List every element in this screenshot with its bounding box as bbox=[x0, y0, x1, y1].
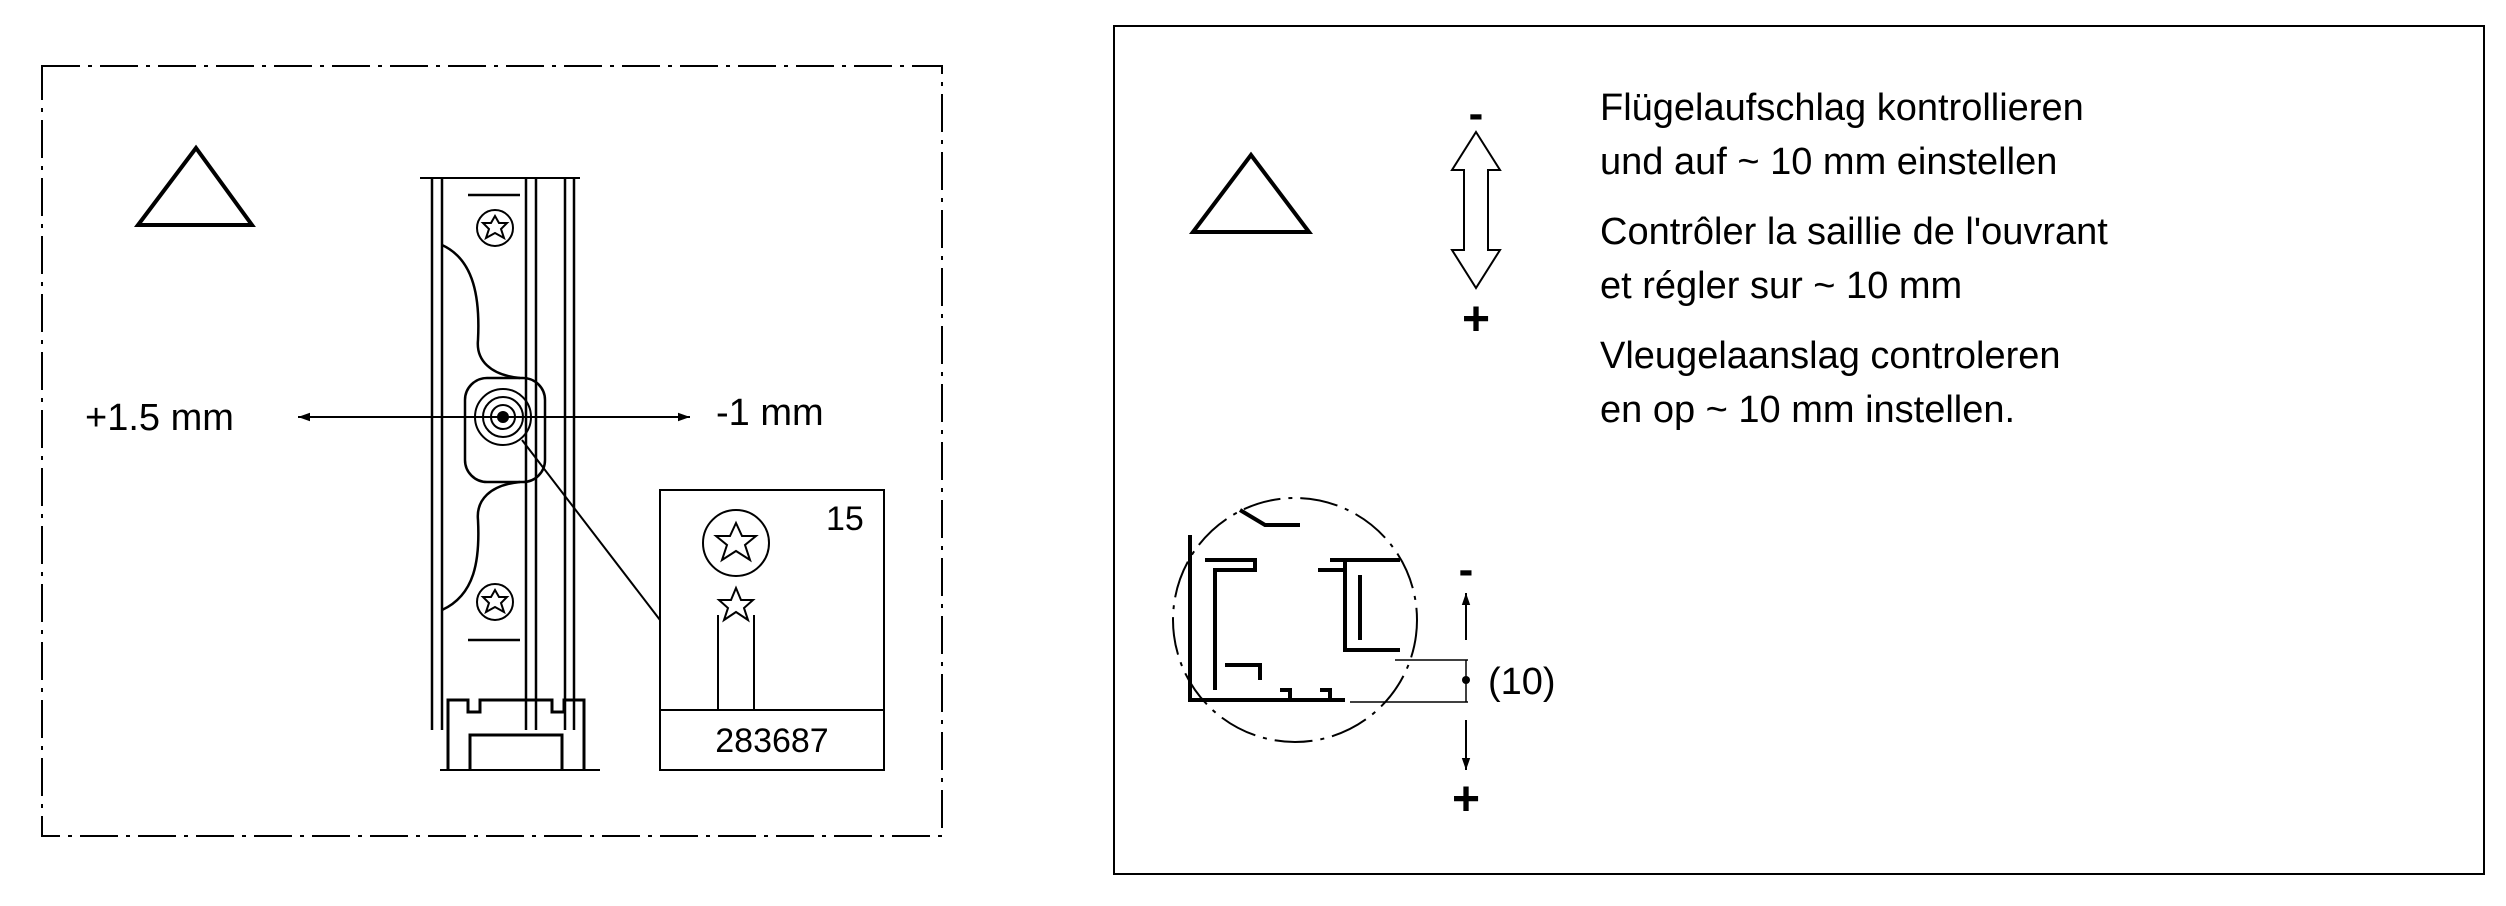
hinge-profile bbox=[420, 177, 580, 730]
instruction-de-line2: und auf ~ 10 mm einstellen bbox=[1600, 141, 2057, 183]
detail-view: - + (10) bbox=[1172, 497, 1556, 826]
adjust-minus-label: -1 mm bbox=[716, 392, 824, 434]
torx-key-icon bbox=[702, 509, 770, 710]
double-arrow-icon bbox=[1450, 130, 1502, 290]
instruction-de-line1: Flügelaufschlag kontrollieren bbox=[1600, 87, 2084, 129]
instruction-fr-line2: et régler sur ~ 10 mm bbox=[1600, 265, 1962, 307]
detail-profile bbox=[1188, 508, 1400, 702]
warning-triangle-icon bbox=[1188, 151, 1314, 234]
instruction-fr-line1: Contrôler la saillie de l'ouvrant bbox=[1600, 211, 2108, 253]
left-panel: +1.5 mm -1 mm 15 283687 bbox=[41, 65, 943, 837]
torx-screw-bottom-icon bbox=[476, 583, 514, 621]
tool-box: 15 283687 bbox=[659, 489, 885, 771]
detail-circle bbox=[1172, 497, 1418, 743]
part-number: 283687 bbox=[715, 722, 828, 760]
tool-box-border bbox=[659, 489, 885, 771]
tool-size: 15 bbox=[826, 500, 864, 538]
torx-screw-top-icon bbox=[476, 209, 514, 247]
instruction-nl-line1: Vleugelaanslag controleren bbox=[1600, 335, 2061, 377]
warning-triangle-icon bbox=[133, 144, 256, 227]
detail-plus-label: + bbox=[1452, 773, 1480, 826]
dimension-label: (10) bbox=[1488, 661, 1556, 703]
rail-profile bbox=[440, 698, 600, 771]
arrow-plus-label: + bbox=[1462, 293, 1490, 346]
leader-line bbox=[521, 439, 661, 621]
instruction-nl-line2: en op ~ 10 mm instellen. bbox=[1600, 389, 2015, 431]
arrow-minus-label: - bbox=[1469, 89, 1484, 138]
detail-minus-label: - bbox=[1459, 545, 1474, 594]
right-panel-border bbox=[1113, 25, 2485, 875]
right-panel: - + Flügelaufschlag kontrollieren und au… bbox=[1113, 25, 2485, 875]
adjust-plus-label: +1.5 mm bbox=[85, 397, 234, 439]
left-panel-border bbox=[41, 65, 943, 837]
